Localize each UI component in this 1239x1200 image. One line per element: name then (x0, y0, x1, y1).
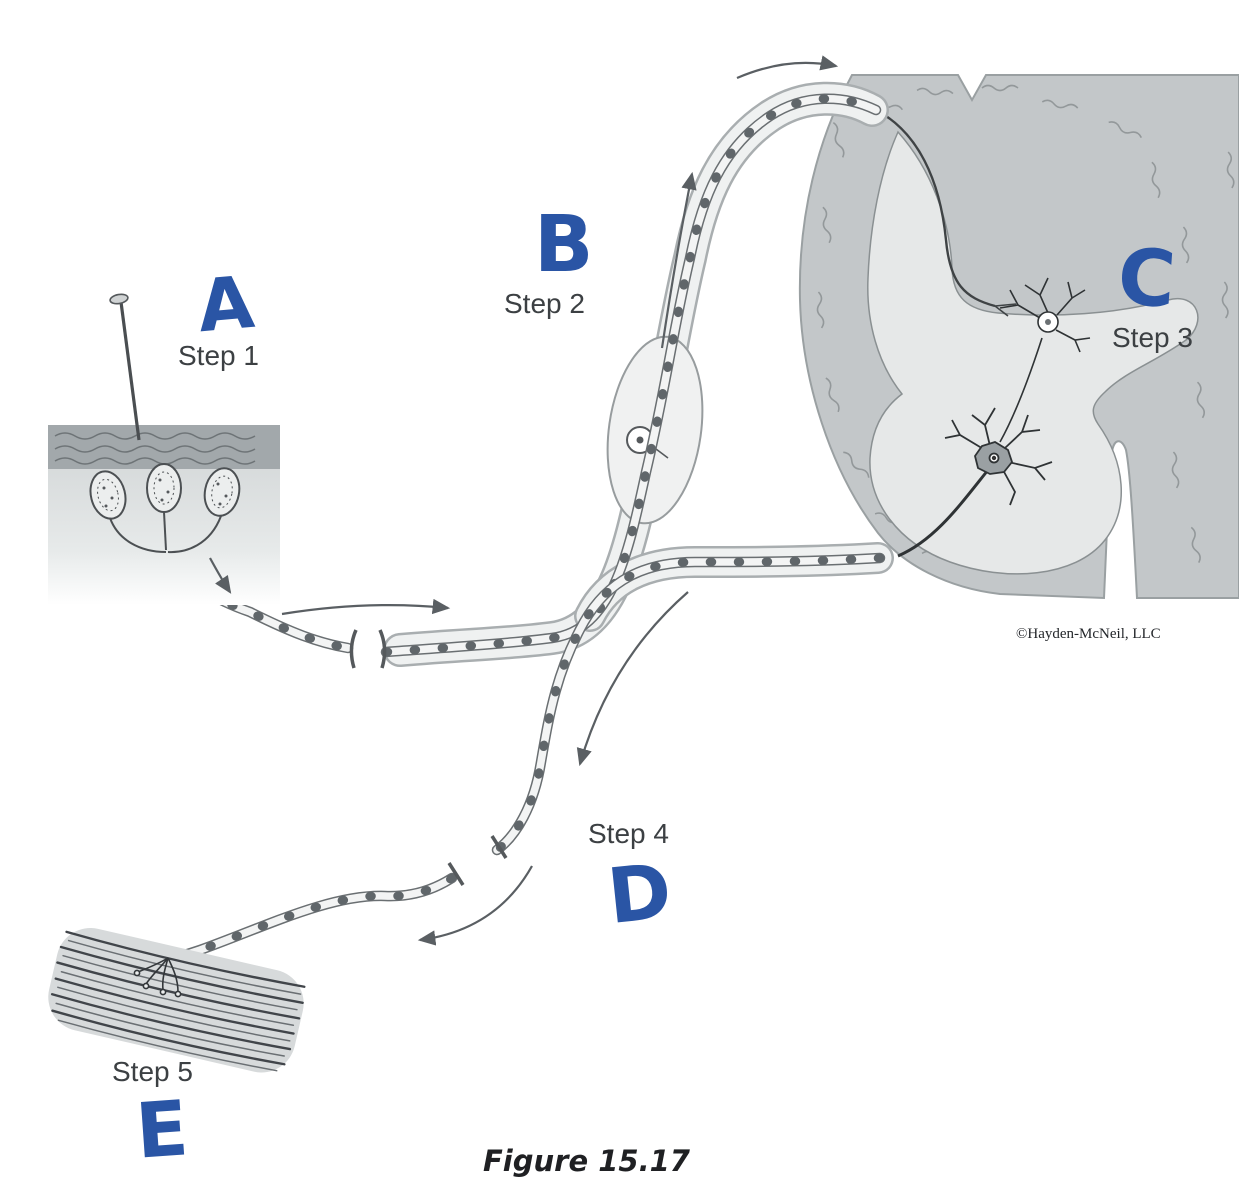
pin (109, 293, 141, 441)
gray-matter (867, 130, 1199, 575)
sensory-receptors (89, 463, 241, 554)
muscle-fibers (48, 927, 306, 1073)
label-letter-d: D (603, 845, 676, 942)
label-letter-b: B (534, 200, 594, 290)
neuromuscular-junction (133, 957, 182, 998)
spinal-cord-cross-section (798, 74, 1239, 600)
arrow-to-muscle (417, 865, 533, 946)
arrow-descending (576, 591, 689, 767)
arrow-into-cord (736, 55, 839, 80)
arrow-step1 (209, 557, 232, 594)
direction-arrows (209, 55, 839, 946)
label-letter-c: C (1114, 232, 1179, 326)
axon-break-marks (349, 629, 508, 886)
label-letter-e: E (132, 1083, 191, 1176)
label-step-5: Step 5 (112, 1056, 193, 1087)
label-letter-a: A (194, 259, 258, 349)
figure-caption: Figure 15.17 (483, 1144, 690, 1178)
interneuron (999, 277, 1091, 443)
arrow-afferent-horizontal (281, 598, 451, 616)
sensory-fiber-in-cord (875, 108, 996, 308)
skin-section (48, 293, 280, 605)
label-step-4: Step 4 (588, 818, 669, 849)
copyright-credit: ©Hayden-McNeil, LLC (1016, 626, 1161, 642)
label-step-2: Step 2 (504, 288, 585, 319)
motor-neuron (897, 407, 1053, 558)
label-step-3: Step 3 (1112, 322, 1193, 353)
label-step-1: Step 1 (178, 340, 259, 371)
arrow-ascending (660, 171, 697, 349)
